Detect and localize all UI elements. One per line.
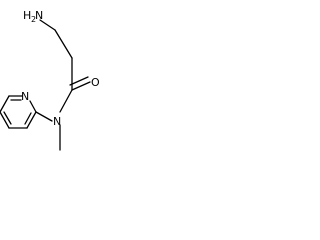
bond-carbonyl-oxygen — [71, 81, 91, 91]
amine-n-label: N — [35, 9, 43, 22]
amine-h-subscript: 2 — [31, 15, 36, 24]
bond-carbonyl-oxygen-second — [69, 76, 89, 86]
ring-double-c2-c3 — [24, 112, 32, 125]
ring-bond-c3-c2 — [26, 111, 37, 129]
bond-ch2-ch2 — [54, 29, 73, 59]
bond-n-pyridyl — [35, 111, 53, 122]
ring-double-c5-c4 — [3, 111, 12, 125]
ring-bond-c6-c5 — [0, 95, 10, 113]
amine-nh2-label: H 2 N — [23, 9, 43, 24]
bond-carbonyl-amide-n — [59, 89, 73, 113]
bond-nh2-ch2 — [39, 19, 56, 31]
amine-h-label: H — [23, 9, 31, 22]
pyridine-nitrogen-label: N — [21, 90, 29, 103]
chemical-structure: H 2 N O N N — [0, 9, 100, 151]
carbonyl-oxygen-label: O — [91, 76, 100, 89]
ring-bond-c2-n1 — [29, 100, 37, 113]
ring-bond-c5-c4 — [0, 111, 10, 129]
amide-nitrogen-label: N — [53, 115, 61, 128]
